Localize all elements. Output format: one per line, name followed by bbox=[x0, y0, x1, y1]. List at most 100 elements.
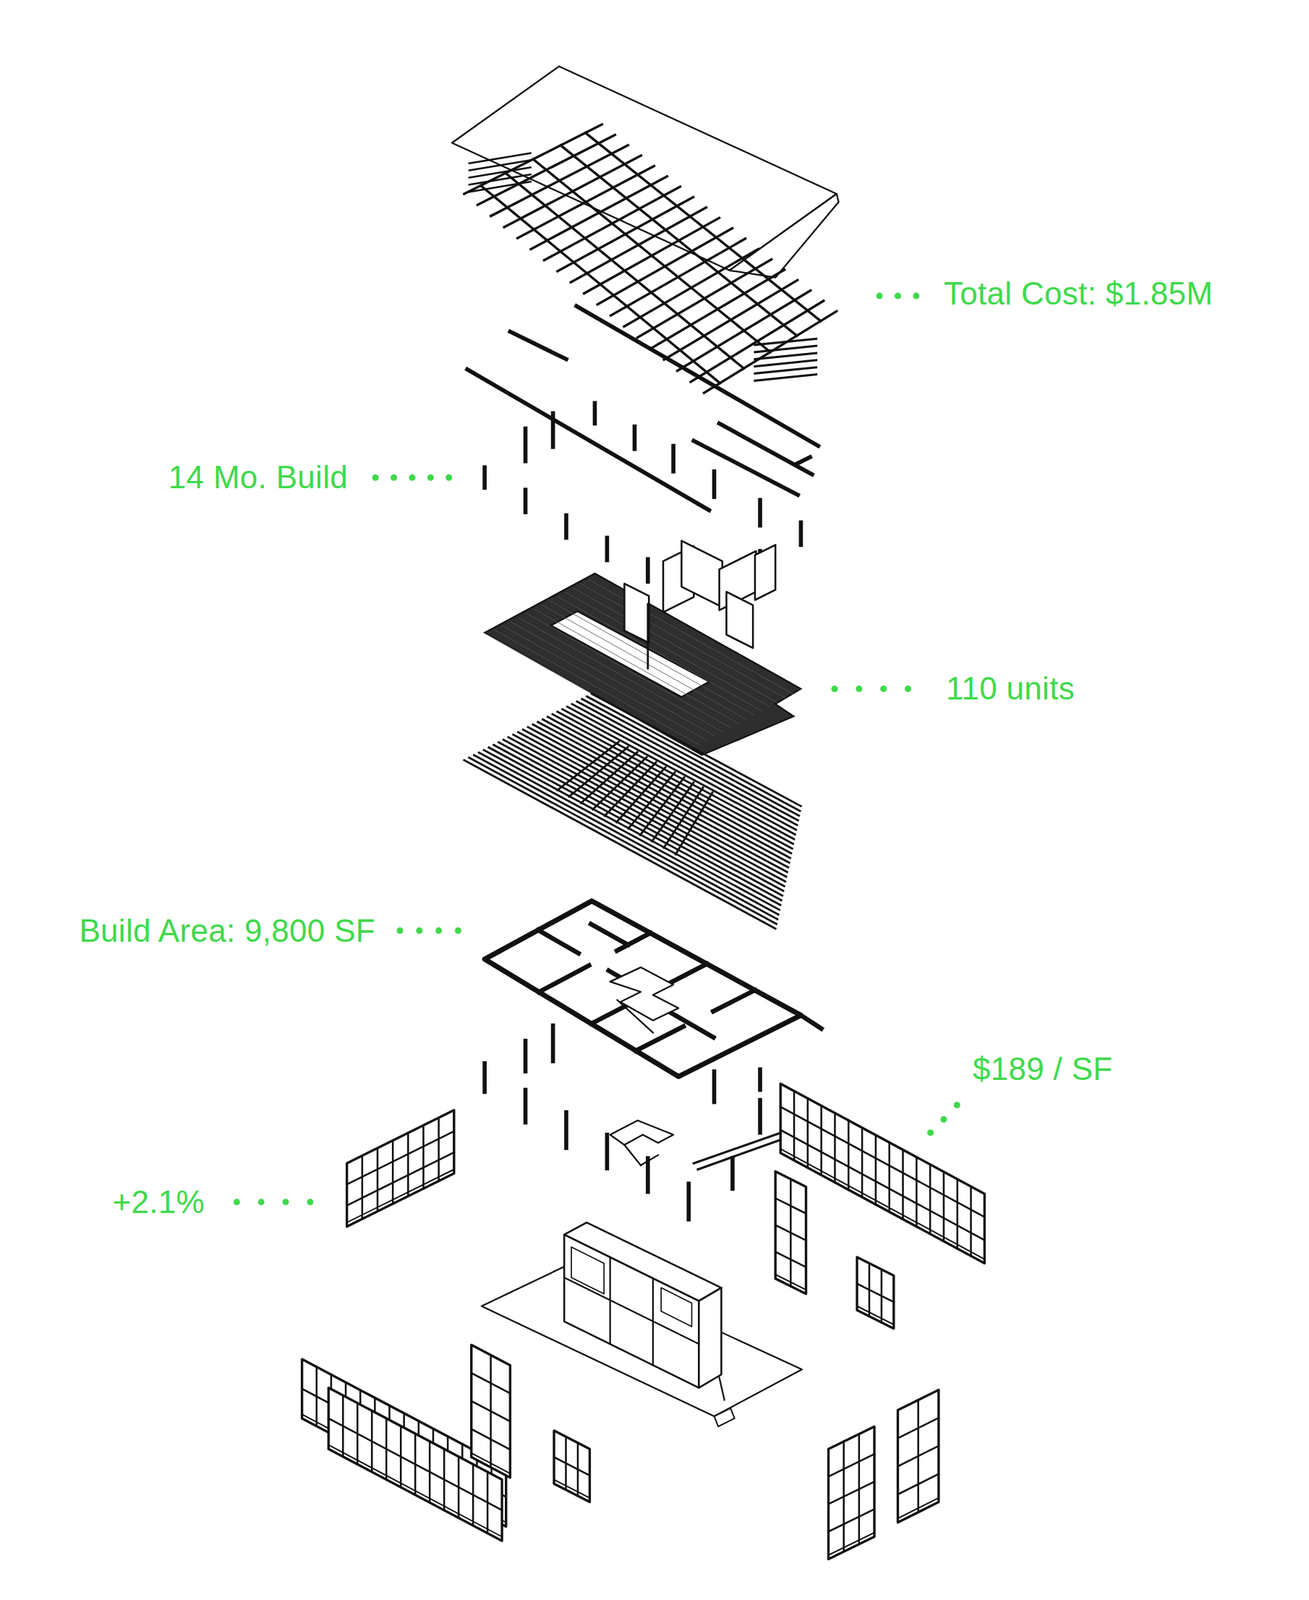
window-mullion bbox=[820, 1105, 823, 1176]
facade-panel bbox=[775, 1171, 806, 1294]
column-post bbox=[686, 1183, 691, 1219]
window-sill bbox=[347, 1169, 455, 1223]
leader-dot bbox=[876, 292, 884, 300]
floor-blocking bbox=[593, 757, 647, 810]
leader-dot bbox=[912, 292, 920, 300]
leader-dot bbox=[306, 1198, 314, 1205]
leader-dot bbox=[435, 927, 442, 934]
roof-purlin bbox=[560, 145, 797, 336]
roof-rafter bbox=[755, 345, 817, 352]
leader-dot bbox=[830, 685, 838, 693]
ground-slab bbox=[714, 1408, 735, 1427]
callout-label: Total Cost: $1.85M bbox=[943, 274, 1213, 314]
floor-frame bbox=[484, 901, 801, 1077]
floor-blocking bbox=[569, 747, 628, 797]
leader-dot bbox=[397, 927, 404, 934]
window-mullion bbox=[915, 1157, 918, 1227]
floor-wall-line bbox=[538, 930, 579, 954]
partition-wall bbox=[726, 591, 753, 648]
column-post bbox=[757, 499, 763, 526]
window-sill bbox=[553, 1479, 590, 1498]
facade-panel bbox=[471, 1344, 511, 1477]
leader-dot bbox=[953, 1101, 961, 1108]
stair bbox=[610, 966, 680, 1020]
floor-joist bbox=[527, 726, 789, 868]
window-mullion bbox=[361, 1155, 364, 1219]
leader-dot bbox=[927, 1128, 934, 1136]
floor-joist bbox=[562, 708, 796, 834]
core-front bbox=[564, 1234, 699, 1388]
column-post bbox=[523, 428, 528, 462]
column-post bbox=[757, 1099, 763, 1133]
floor-blocking bbox=[557, 742, 620, 791]
window-mullion bbox=[422, 1125, 425, 1189]
window-mullion bbox=[407, 1132, 410, 1196]
floor-joist bbox=[483, 749, 780, 910]
column-post bbox=[564, 514, 569, 538]
leader-dot bbox=[408, 474, 416, 481]
floor-blocking bbox=[675, 792, 713, 855]
column-post bbox=[605, 1134, 610, 1169]
floor-joist bbox=[518, 731, 787, 877]
column-post bbox=[523, 1089, 528, 1123]
window-transom bbox=[471, 1400, 511, 1422]
callout-label: Build Area: 9,800 SF bbox=[78, 911, 376, 951]
leader-dot bbox=[282, 1198, 290, 1205]
roof-beam bbox=[795, 457, 810, 465]
core-wall bbox=[652, 1278, 654, 1366]
roof-rafter bbox=[755, 367, 817, 374]
window-mullion bbox=[929, 1164, 932, 1234]
floor-joist bbox=[566, 706, 796, 830]
facade-panel bbox=[780, 1083, 985, 1263]
leader-dot bbox=[258, 1198, 265, 1205]
roof-rafter bbox=[469, 181, 531, 192]
callout-label: +2.1% bbox=[112, 1183, 205, 1222]
window-mullion bbox=[807, 1097, 810, 1168]
floor-blocking bbox=[580, 752, 638, 803]
column-post bbox=[646, 603, 649, 669]
column-post bbox=[757, 1068, 763, 1090]
core-side bbox=[698, 1287, 722, 1388]
core-window bbox=[661, 1287, 692, 1327]
roof-purlin bbox=[585, 133, 821, 322]
partition-wall bbox=[755, 544, 776, 600]
facade-panel bbox=[828, 1426, 875, 1559]
roof-rafter bbox=[755, 352, 817, 359]
facade-panel bbox=[347, 1110, 455, 1227]
leader-dot bbox=[427, 474, 434, 481]
slab-hatch bbox=[550, 600, 755, 716]
window-mullion bbox=[901, 1149, 905, 1220]
leader-dot bbox=[940, 1115, 947, 1123]
window-mullion bbox=[943, 1171, 946, 1242]
column-post bbox=[482, 1063, 487, 1093]
window-mullion bbox=[888, 1141, 891, 1212]
window-transom bbox=[856, 1283, 894, 1302]
core-window bbox=[571, 1246, 604, 1294]
leader-dot bbox=[880, 685, 887, 693]
roof-rafter bbox=[755, 360, 817, 366]
facade-panel bbox=[856, 1256, 894, 1329]
roof-purlin bbox=[533, 159, 771, 353]
window-mullion bbox=[437, 1117, 440, 1181]
roof-rafter bbox=[755, 374, 817, 381]
window-mullion bbox=[969, 1186, 972, 1256]
callout-label: 110 units bbox=[945, 669, 1075, 709]
column-post bbox=[645, 1157, 651, 1192]
facade-panel bbox=[897, 1389, 938, 1522]
window-sill bbox=[775, 1274, 806, 1290]
roof-gable bbox=[729, 193, 839, 278]
window-sill bbox=[897, 1497, 938, 1519]
column-post bbox=[712, 1071, 717, 1102]
leader-dot bbox=[390, 474, 398, 481]
column-post bbox=[564, 1112, 569, 1148]
callout-label: 14 Mo. Build bbox=[168, 458, 348, 497]
floor-wall-line bbox=[635, 1026, 684, 1051]
window-transom bbox=[897, 1445, 938, 1466]
floor-joist bbox=[533, 724, 790, 863]
core-wall bbox=[609, 1256, 612, 1344]
roof-rafter bbox=[755, 338, 817, 345]
column-post bbox=[482, 467, 487, 488]
column-post bbox=[799, 522, 804, 545]
window-mullion bbox=[956, 1178, 959, 1249]
